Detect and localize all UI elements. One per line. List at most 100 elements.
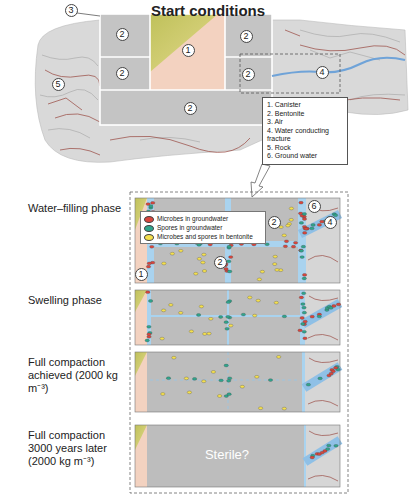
panel-sterile <box>135 425 340 487</box>
organism-dot <box>326 448 330 451</box>
organism-dot <box>300 317 304 320</box>
organism-dot <box>282 315 286 318</box>
organism-dot <box>302 213 306 216</box>
organism-dot <box>317 315 321 318</box>
organism-dot <box>151 202 155 205</box>
organism-dot <box>282 234 286 237</box>
organism-dot <box>302 311 306 314</box>
organism-dot <box>224 321 228 324</box>
organism-dot <box>227 393 231 396</box>
organism-dot <box>196 314 200 317</box>
callout-number: 2 <box>240 30 253 43</box>
organism-dot <box>293 241 297 244</box>
organism-dot <box>302 306 306 309</box>
organism-dot <box>228 270 232 273</box>
organism-dot <box>268 379 272 382</box>
organism-dot <box>310 456 314 459</box>
organism-dot <box>302 292 306 295</box>
bentonite-block <box>100 14 272 125</box>
organism-dot <box>161 309 165 312</box>
organism-dot <box>209 317 213 320</box>
key-item: 4. Water conducting fracture <box>267 127 343 144</box>
organism-dot <box>225 327 229 330</box>
legend-row: Microbes and spores in bentonite <box>144 232 262 241</box>
organism-dot <box>224 364 228 367</box>
organism-dot <box>301 245 305 248</box>
organism-dot <box>161 393 165 396</box>
organism-dot <box>310 315 314 318</box>
organism-dot <box>275 269 279 272</box>
organism-dot <box>310 227 314 230</box>
organism-dot <box>192 378 196 381</box>
organism-dot <box>334 444 338 447</box>
organism-dot <box>336 303 340 306</box>
organism-dot <box>227 245 231 248</box>
organism-dot <box>169 304 173 307</box>
callout-number: 2 <box>268 216 281 229</box>
organism-dot <box>311 224 315 227</box>
legend-row: Spores in groundwater <box>144 223 262 232</box>
organism-dot <box>299 296 303 299</box>
organism-dot <box>298 329 302 332</box>
organism-dot <box>334 366 338 369</box>
canister <box>150 14 225 90</box>
organism-dot <box>289 218 293 221</box>
organism-dot <box>282 407 286 410</box>
organism-dot <box>331 370 335 373</box>
organism-dot <box>199 305 203 308</box>
organism-dot <box>317 224 321 227</box>
organism-dot <box>179 249 183 252</box>
legend-box: Microbes in groundwaterSpores in groundw… <box>140 211 266 244</box>
organism-dot <box>302 330 306 333</box>
key-box: 1. Canister2. Bentonite3. Air4. Water co… <box>262 97 348 165</box>
organism-dot <box>149 205 153 208</box>
callout-number: 5 <box>52 78 65 91</box>
key-item: 2. Bentonite <box>267 110 343 119</box>
organism-dot <box>145 339 149 342</box>
organism-dot <box>255 375 259 378</box>
phase-panel: Full compaction 3000 years later (2000 k… <box>135 425 340 487</box>
canister-shade <box>150 14 218 72</box>
organism-dot <box>187 391 191 394</box>
phase-panel: Swelling phase <box>135 290 340 345</box>
organism-dot <box>179 311 183 314</box>
cell-borders <box>100 14 272 125</box>
organism-dot <box>303 337 307 340</box>
organism-dot <box>229 324 233 327</box>
organism-dot <box>211 371 215 374</box>
callout-number: 1 <box>182 44 195 57</box>
organism-dot <box>240 385 244 388</box>
phase-label: Water–filling phase <box>28 202 126 215</box>
organism-dot <box>227 260 231 263</box>
organism-dot <box>284 240 288 243</box>
organism-dot <box>201 261 205 264</box>
phase-label: Swelling phase <box>28 294 126 307</box>
organism-dot <box>258 407 262 410</box>
water-fracture <box>272 58 405 76</box>
organism-dot <box>299 201 303 204</box>
organism-dot <box>202 253 206 256</box>
organism-dot <box>274 301 278 304</box>
organism-dot <box>147 262 151 265</box>
organism-dot <box>305 227 309 230</box>
zoom-frame <box>240 54 340 93</box>
organism-dot <box>332 305 336 308</box>
organism-dot <box>147 333 151 336</box>
callout-number: 2 <box>184 102 197 115</box>
organism-dot <box>172 356 176 359</box>
organism-dot <box>302 274 306 277</box>
organism-dot <box>302 218 306 221</box>
organism-dot <box>304 227 308 230</box>
organism-dot <box>207 332 211 335</box>
organism-dot <box>273 255 277 258</box>
callout-number: 2 <box>242 68 255 81</box>
callout-number: 4 <box>324 216 337 229</box>
organism-dot <box>286 224 290 227</box>
organism-dot <box>228 377 232 380</box>
organism-dot <box>299 249 303 252</box>
key-item: 1. Canister <box>267 101 343 110</box>
organism-dot <box>306 383 310 386</box>
callout-number: 2 <box>116 28 129 41</box>
callout-number: 6 <box>308 200 321 213</box>
